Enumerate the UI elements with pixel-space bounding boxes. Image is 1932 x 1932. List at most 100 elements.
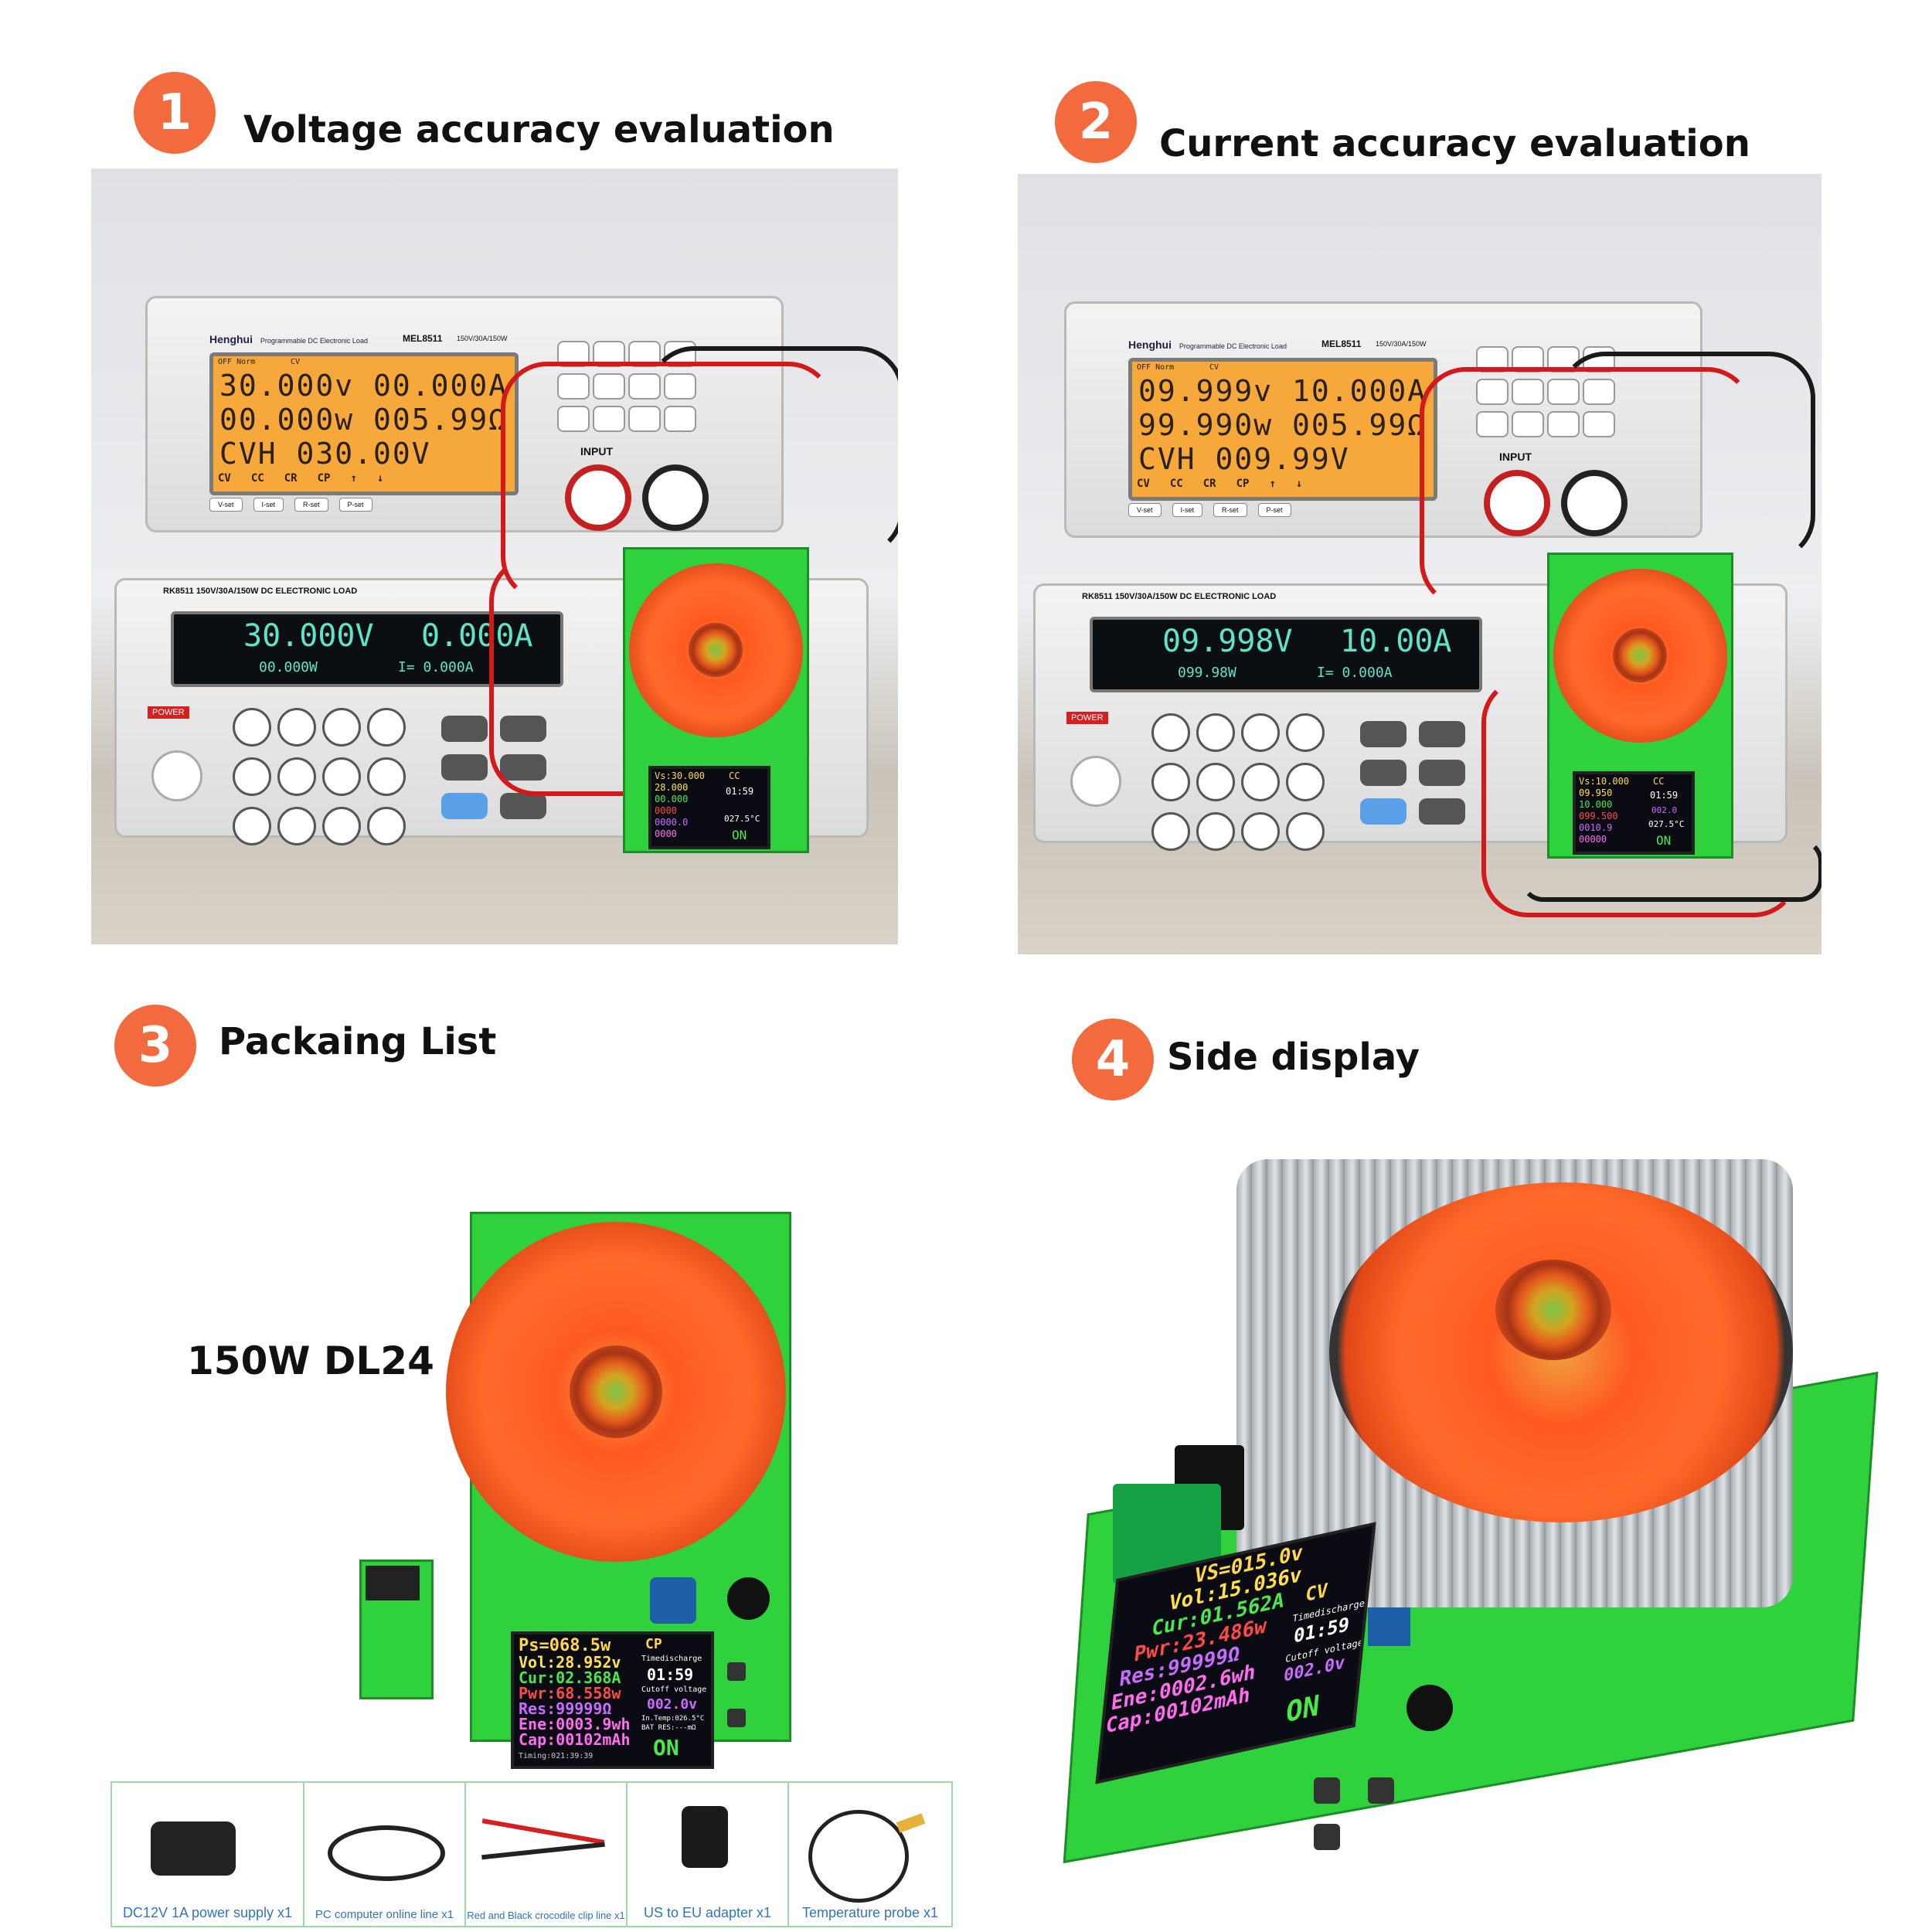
rk-voltage-2: 09.998V <box>1162 624 1293 659</box>
lcd-btn-cp-2[interactable]: CP <box>1236 478 1250 490</box>
usb-adapter-board <box>359 1560 434 1699</box>
power-label: POWER <box>148 706 189 719</box>
screen-on: ON <box>732 828 747 842</box>
vset-key[interactable]: V-set <box>209 498 243 512</box>
screen2-line-2: 09.950 <box>1579 787 1613 798</box>
pack-caption-2: PC computer online line x1 <box>315 1908 454 1921</box>
pset-key-2[interactable]: P-set <box>1257 503 1291 517</box>
brand-text-2: Henghui <box>1128 338 1172 351</box>
fan-hub-2 <box>1613 628 1667 682</box>
rk-keypad-2 <box>1151 713 1325 851</box>
red-cable-lower <box>489 555 676 796</box>
red-cable-lower-2 <box>1481 676 1800 917</box>
rk-current: 0.000A <box>421 618 533 654</box>
pack-item-temp-probe: Temperature probe x1 <box>787 1781 953 1927</box>
product-temp: In.Temp:026.5°C <box>641 1715 705 1723</box>
orange-lcd-2: OFF Norm CV 09.999v 10.000A 99.990w 005.… <box>1128 358 1437 501</box>
lcd-button-row: CV CC CR CP ↑ ↓ <box>218 472 383 485</box>
product-button-1[interactable] <box>727 1662 746 1681</box>
lcd-btn-cc-2[interactable]: CC <box>1169 478 1183 490</box>
side-button-2[interactable] <box>1368 1777 1394 1804</box>
pack-caption-4: US to EU adapter x1 <box>643 1905 772 1920</box>
iset-key-2[interactable]: I-set <box>1172 503 1203 517</box>
lcd-status: OFF Norm <box>218 358 256 366</box>
screen2-cutoff: 002.0 <box>1651 805 1678 815</box>
product-fan-hub <box>570 1345 662 1438</box>
rset-key-2[interactable]: R-set <box>1213 503 1247 517</box>
black-clip-icon <box>481 1842 605 1860</box>
screen-line-4: 0000 <box>655 805 677 816</box>
lcd-status-2: OFF Norm <box>1137 363 1175 372</box>
soft-key-row-2: V-set I-set R-set P-set <box>1128 503 1291 517</box>
power-button[interactable] <box>151 750 202 801</box>
vset-key-2[interactable]: V-set <box>1128 503 1162 517</box>
lcd-btn-down[interactable]: ↓ <box>376 472 384 485</box>
rk-label-2: RK8511 150V/30A/150W DC ELECTRONIC LOAD <box>1082 592 1277 601</box>
screen2-line-3: 10.000 <box>1579 799 1613 810</box>
pack-item-usb-cable: PC computer online line x1 <box>303 1781 466 1927</box>
lcd-btn-cr[interactable]: CR <box>284 472 298 485</box>
black-cable-lower-2 <box>1520 838 1821 902</box>
lcd-btn-cc[interactable]: CC <box>250 472 264 485</box>
input-label-2: INPUT <box>1499 451 1532 463</box>
product-cap: Cap:00102mAh <box>519 1730 631 1749</box>
side-on: ON <box>1284 1689 1321 1730</box>
screen2-line-4: 099.500 <box>1579 811 1618 821</box>
section-1-title: Voltage accuracy evaluation <box>243 108 835 151</box>
black-cable-2 <box>1559 352 1815 562</box>
pack-caption-5: Temperature probe x1 <box>801 1905 939 1920</box>
screen2-on: ON <box>1656 833 1672 848</box>
power-label-2: POWER <box>1066 712 1108 724</box>
side-button-1[interactable] <box>1314 1777 1340 1804</box>
henghui-brand-2: Henghui Programmable DC Electronic Load <box>1128 338 1352 351</box>
lcd-btn-down-2[interactable]: ↓ <box>1295 478 1303 490</box>
rset-key[interactable]: R-set <box>294 498 328 512</box>
input-terminal-red-2 <box>1484 470 1550 536</box>
rk-sub1-2: 099.98W <box>1178 665 1236 681</box>
rk-keypad <box>233 708 406 845</box>
product-timing: Timing:021:39:39 <box>519 1752 594 1760</box>
input-label: INPUT <box>580 445 613 457</box>
red-clip-icon <box>481 1818 605 1845</box>
rk-sub1: 00.000W <box>259 659 318 675</box>
product-button-2[interactable] <box>727 1709 746 1727</box>
screen-line-2: 28.000 <box>655 782 689 793</box>
product-screen: Ps=068.5w Vol:28.952v Cur:02.368A Pwr:68… <box>511 1631 714 1769</box>
rk-side-keys-2 <box>1360 721 1465 825</box>
spec-text: 150V/30A/150W <box>457 335 508 342</box>
henghui-load-instrument-2: Henghui Programmable DC Electronic Load … <box>1064 301 1702 538</box>
lcd-row-3-2: CVH 009.99V <box>1138 442 1350 476</box>
iset-key[interactable]: I-set <box>253 498 284 512</box>
lcd-btn-up-2[interactable]: ↑ <box>1269 478 1276 490</box>
product-ps: Ps=068.5w <box>519 1636 611 1655</box>
product-pwr: Pwr:68.558w <box>519 1684 621 1702</box>
product-label: 150W DL24 <box>187 1338 434 1383</box>
temp-probe-icon <box>808 1810 909 1903</box>
screen2-line-1: Vs:10.000 <box>1579 776 1630 787</box>
lcd-btn-up[interactable]: ↑ <box>350 472 357 485</box>
power-button-2[interactable] <box>1070 756 1121 807</box>
screen-line-3: 00.000 <box>655 794 689 804</box>
product-res: Res:99999Ω <box>519 1699 612 1718</box>
model-text-2: MEL8511 <box>1321 338 1362 349</box>
lcd-btn-cp[interactable]: CP <box>317 472 331 485</box>
lcd-btn-cr-2[interactable]: CR <box>1202 478 1216 490</box>
probe-tip-icon <box>896 1813 926 1833</box>
screen2-timer: 01:59 <box>1650 790 1679 801</box>
pack-item-clip-line: Red and Black crocodile clip line x1 <box>464 1781 628 1927</box>
lcd-button-row-2: CV CC CR CP ↑ ↓ <box>1137 478 1302 490</box>
rk-display-2: 09.998V 10.00A 099.98W I= 0.000A <box>1090 617 1482 692</box>
spec-text-2: 150V/30A/150W <box>1376 340 1427 348</box>
pack-item-power-supply: DC12V 1A power supply x1 <box>111 1781 304 1927</box>
subtitle-text: Programmable DC Electronic Load <box>260 337 368 345</box>
lcd-row-3: CVH 030.00V <box>219 437 431 471</box>
pset-key[interactable]: P-set <box>338 498 372 512</box>
screen2-mode: CC <box>1653 776 1665 787</box>
lcd-btn-cv-2[interactable]: CV <box>1137 478 1150 490</box>
lcd-btn-cv[interactable]: CV <box>218 472 231 485</box>
side-button-3[interactable] <box>1314 1824 1340 1850</box>
board-screen: Vs:30.000 28.000 00.000 0000 0000.0 0000… <box>648 766 770 849</box>
rk-voltage: 30.000V <box>243 618 374 654</box>
section-3-badge: 3 <box>114 1005 196 1087</box>
lcd-row-2: 00.000w 005.99Ω <box>219 403 509 437</box>
